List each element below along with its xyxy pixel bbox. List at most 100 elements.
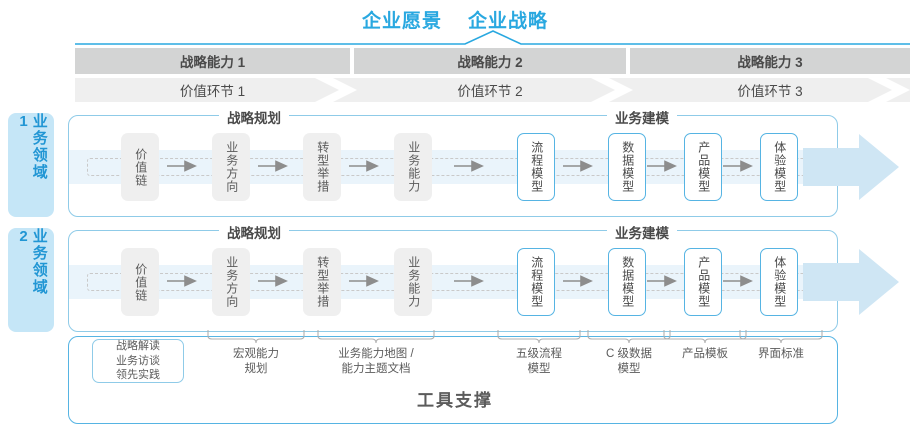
node-data-model-2[interactable]: 数据模型 xyxy=(608,248,646,316)
brace-connector-capability-map xyxy=(317,330,435,344)
node-business-direction-1[interactable]: 业务方向 xyxy=(212,133,250,201)
node-label: 业务能力 xyxy=(406,256,421,308)
tool-label-line-2: 规划 xyxy=(244,363,268,376)
node-experience-model-2[interactable]: 体验模型 xyxy=(760,248,798,316)
node-transformation-measures-2[interactable]: 转型举措 xyxy=(303,248,341,316)
arrow-icon xyxy=(258,275,288,287)
arrow-icon xyxy=(258,160,288,172)
value-chain-chevron-shape xyxy=(75,78,910,102)
sidebar-item-business-domain-2[interactable]: 业务领域 2 xyxy=(8,228,54,332)
arrow-icon xyxy=(723,275,753,287)
section-rule-mid-2 xyxy=(297,230,603,231)
capability-band-3-label: 战略能力 3 xyxy=(737,55,803,70)
tool-label-line-2: 模型 xyxy=(527,363,551,376)
vision-title-enterprise-vision: 企业愿景 xyxy=(361,11,442,32)
section-header-strategic-planning-1: 战略规划 xyxy=(219,107,289,127)
tool-label-capability-map: 业务能力地图 / 能力主题文档 xyxy=(316,347,436,377)
node-label: 业务方向 xyxy=(224,256,239,308)
node-process-model-2[interactable]: 流程模型 xyxy=(517,248,555,316)
brace-connector-process-model xyxy=(497,330,581,344)
node-label: 价值链 xyxy=(133,262,148,302)
flow-big-arrow-1 xyxy=(803,134,899,200)
section-rule-right-2 xyxy=(677,230,825,231)
business-domain-1-label: 业务领域 1 xyxy=(15,113,48,181)
flow-big-arrow-2 xyxy=(803,249,899,315)
node-label: 业务能力 xyxy=(406,141,421,193)
value-chain-band: 价值环节 1 价值环节 2 价值环节 3 xyxy=(75,78,910,102)
capability-band-row: 战略能力 1 战略能力 2 战略能力 3 xyxy=(75,48,910,74)
node-label: 转型举措 xyxy=(315,256,330,308)
arrow-icon xyxy=(647,160,677,172)
node-value-chain-2[interactable]: 价值链 xyxy=(121,248,159,316)
business-domain-2-label: 业务领域 2 xyxy=(15,228,48,296)
node-label: 产品模型 xyxy=(696,256,711,308)
section-rule-mid-1 xyxy=(297,115,603,116)
section-header-strategic-planning-2: 战略规划 xyxy=(219,222,289,242)
value-chain-label-3: 价值环节 3 xyxy=(737,84,803,99)
tool-label-macro-capability: 宏观能力 规划 xyxy=(206,347,306,377)
arrow-icon xyxy=(167,160,197,172)
arrow-icon xyxy=(349,275,379,287)
node-value-chain-1[interactable]: 价值链 xyxy=(121,133,159,201)
tool-label-line-1: 宏观能力 xyxy=(233,348,279,360)
tool-callout-line-1: 战略解读 xyxy=(116,340,160,353)
node-label: 体验模型 xyxy=(772,141,787,193)
capability-band-2: 战略能力 2 xyxy=(354,48,626,74)
tool-label-line-1: C 级数据 xyxy=(606,348,652,360)
node-process-model-1[interactable]: 流程模型 xyxy=(517,133,555,201)
node-label: 数据模型 xyxy=(620,256,635,308)
arrow-icon xyxy=(563,275,593,287)
tool-label-line-2: 能力主题文档 xyxy=(341,363,411,376)
tool-label-product-template: 产品模板 xyxy=(662,347,748,362)
value-chain-label-2: 价值环节 2 xyxy=(457,84,523,99)
capability-band-1-label: 战略能力 1 xyxy=(179,55,246,70)
section-rule-left-2 xyxy=(83,230,215,231)
node-label: 体验模型 xyxy=(772,256,787,308)
capability-band-2-label: 战略能力 2 xyxy=(457,55,523,70)
node-product-model-2[interactable]: 产品模型 xyxy=(684,248,722,316)
node-data-model-1[interactable]: 数据模型 xyxy=(608,133,646,201)
arrow-icon xyxy=(454,275,484,287)
capability-band-1: 战略能力 1 xyxy=(75,48,350,74)
node-product-model-1[interactable]: 产品模型 xyxy=(684,133,722,201)
arrow-icon xyxy=(723,160,753,172)
flow-row-1: 战略规划 业务建模 价值链 业务方向 转型举措 业务能力 流程模型 数据模型 产… xyxy=(68,107,899,217)
node-label: 价值链 xyxy=(133,147,148,187)
node-transformation-measures-1[interactable]: 转型举措 xyxy=(303,133,341,201)
vision-title-group: 企业愿景 企业战略 xyxy=(0,6,910,33)
arrow-icon xyxy=(167,275,197,287)
vision-connector-line xyxy=(75,30,910,45)
tool-callout-box[interactable]: 战略解读 业务访谈 领先实践 xyxy=(92,339,184,383)
section-rule-left-1 xyxy=(83,115,215,116)
flow-row-2: 战略规划 业务建模 价值链 业务方向 转型举措 业务能力 流程模型 数据模型 产… xyxy=(68,222,899,332)
brace-connector-macro-capability xyxy=(207,330,305,344)
arrow-icon xyxy=(647,275,677,287)
section-header-business-modeling-1: 业务建模 xyxy=(607,107,677,127)
node-business-direction-2[interactable]: 业务方向 xyxy=(212,248,250,316)
node-business-capability-1[interactable]: 业务能力 xyxy=(394,133,432,201)
node-label: 数据模型 xyxy=(620,141,635,193)
node-label: 产品模型 xyxy=(696,141,711,193)
arrow-icon xyxy=(349,160,379,172)
tool-support-title: 工具支撑 xyxy=(417,391,493,410)
node-business-capability-2[interactable]: 业务能力 xyxy=(394,248,432,316)
brace-connector-data-model xyxy=(587,330,671,344)
brace-connector-product-template xyxy=(663,330,747,344)
tool-label-process-model: 五级流程 模型 xyxy=(496,347,582,377)
node-label: 业务方向 xyxy=(224,141,239,193)
tool-label-line-1: 五级流程 xyxy=(516,348,562,360)
tool-callout-line-3: 领先实践 xyxy=(116,369,160,382)
section-rule-right-1 xyxy=(677,115,825,116)
tool-label-data-model: C 级数据 模型 xyxy=(586,347,672,377)
vision-title-enterprise-strategy: 企业战略 xyxy=(468,11,549,32)
tool-label-line-2: 模型 xyxy=(617,363,641,376)
node-label: 流程模型 xyxy=(529,141,544,193)
tool-label-ui-standard: 界面标准 xyxy=(738,347,824,362)
arrow-icon xyxy=(563,160,593,172)
value-chain-label-1: 价值环节 1 xyxy=(179,84,246,99)
sidebar-item-business-domain-1[interactable]: 业务领域 1 xyxy=(8,113,54,217)
tool-label-line-1: 界面标准 xyxy=(758,348,804,360)
tool-callout-line-2: 业务访谈 xyxy=(116,354,160,367)
node-experience-model-1[interactable]: 体验模型 xyxy=(760,133,798,201)
